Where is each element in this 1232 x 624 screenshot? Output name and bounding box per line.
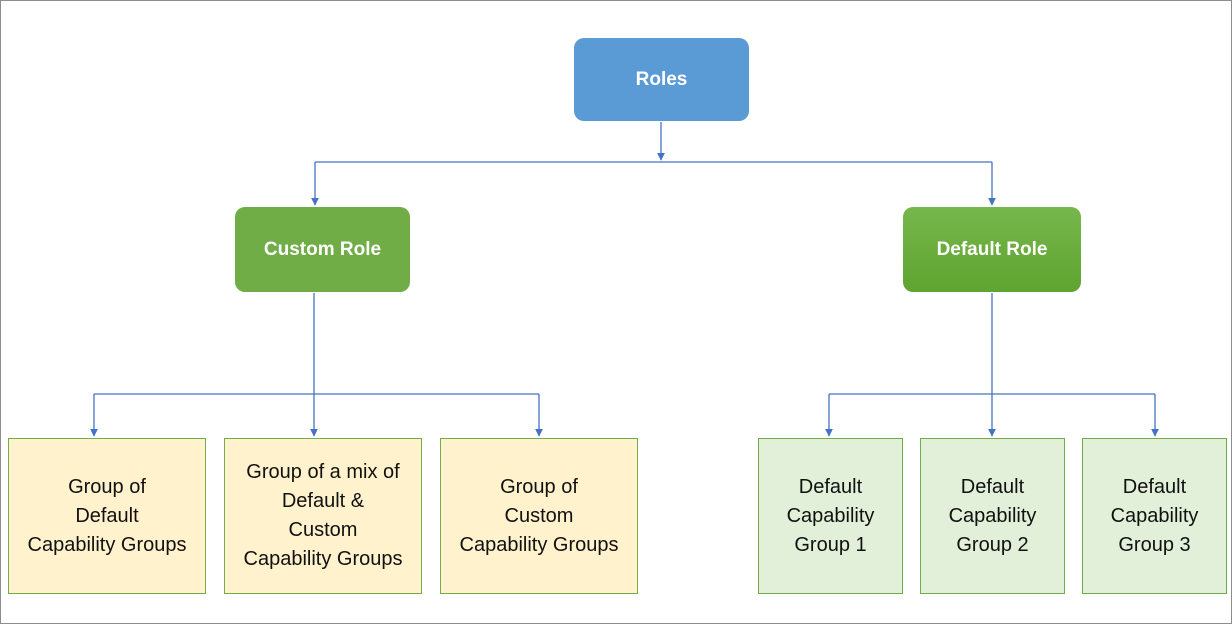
default-role-label: Default Role	[936, 238, 1048, 260]
roles-label: Roles	[635, 68, 688, 90]
default-role-node: Default Role	[903, 207, 1081, 292]
custom-leaf-label: Group of Default Capability Groups	[27, 475, 187, 556]
default-leaf-label: Default Capability Group 2	[948, 475, 1037, 556]
custom-leaf-custom-groups: Group of Custom Capability Groups	[440, 438, 638, 594]
default-leaf-group-2: Default Capability Group 2	[920, 438, 1065, 594]
custom-role-node: Custom Role	[235, 207, 410, 292]
roles-node: Roles	[574, 38, 749, 121]
default-leaf-label: Default Capability Group 1	[786, 475, 875, 556]
custom-leaf-label: Group of a mix of Default & Custom Capab…	[243, 461, 403, 570]
custom-leaf-mixed-groups: Group of a mix of Default & Custom Capab…	[224, 438, 422, 594]
custom-leaf-label: Group of Custom Capability Groups	[459, 475, 619, 556]
default-leaf-group-3: Default Capability Group 3	[1082, 438, 1227, 594]
custom-leaf-default-groups: Group of Default Capability Groups	[8, 438, 206, 594]
default-leaf-label: Default Capability Group 3	[1110, 475, 1199, 556]
custom-role-label: Custom Role	[263, 238, 382, 260]
default-leaf-group-1: Default Capability Group 1	[758, 438, 903, 594]
